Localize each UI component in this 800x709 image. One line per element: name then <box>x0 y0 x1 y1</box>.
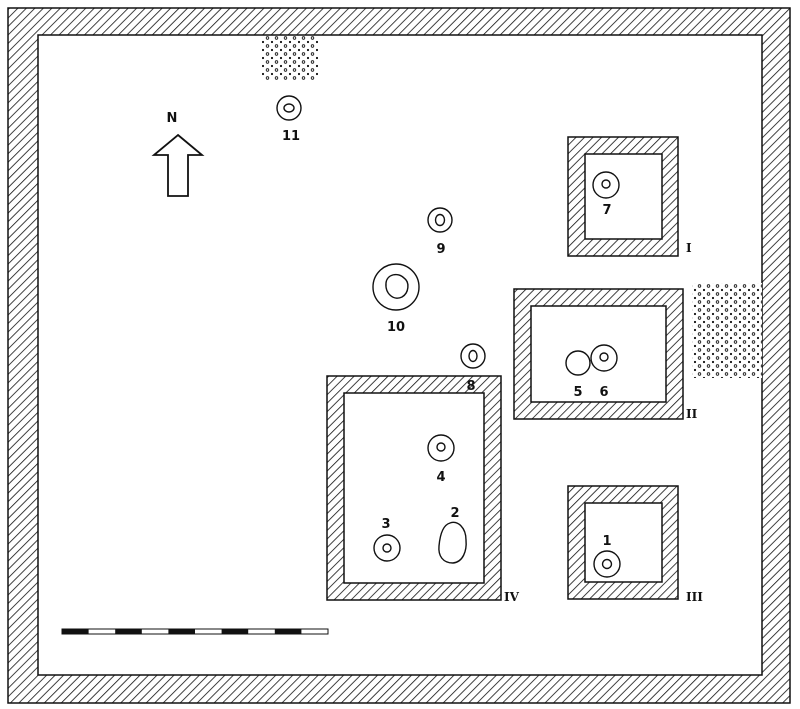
feature-7: 7 <box>592 171 620 218</box>
structure-III: III <box>567 485 703 604</box>
scale-bar-segment <box>168 629 195 634</box>
structure-IV: IV <box>326 375 520 604</box>
feature-label-10: 10 <box>387 320 405 335</box>
feature-1: 1 <box>593 534 621 578</box>
feature-3: 3 <box>373 517 401 562</box>
structure-label-III: III <box>686 590 703 604</box>
north-arrow: N <box>151 111 205 197</box>
enclosure-wall <box>7 7 791 704</box>
feature-11: 11 <box>276 95 302 144</box>
feature-label-5: 5 <box>573 385 582 400</box>
feature-label-6: 6 <box>599 385 608 400</box>
feature-label-8: 8 <box>466 379 475 394</box>
feature-9: 9 <box>427 207 453 257</box>
structure-I: I <box>567 136 692 257</box>
structure-label-II: II <box>686 407 698 421</box>
scale-bar-segment <box>221 629 249 634</box>
feature-4: 4 <box>427 434 455 485</box>
feature-2: 2 <box>438 506 467 564</box>
scale-bar <box>61 628 329 635</box>
north-arrow-icon <box>151 133 205 197</box>
feature-8: 8 <box>460 343 486 394</box>
structure-label-IV: IV <box>504 590 520 604</box>
north-label: N <box>167 111 178 126</box>
feature-6: 6 <box>590 344 618 400</box>
gate-east <box>692 283 762 378</box>
feature-label-4: 4 <box>436 470 445 485</box>
feature-label-1: 1 <box>602 534 611 549</box>
feature-label-3: 3 <box>381 517 390 532</box>
structure-II: II <box>513 288 698 421</box>
structure-label-I: I <box>686 241 692 255</box>
scale-bar-segment <box>274 629 302 634</box>
scale-bar-segment <box>62 629 89 634</box>
scale-bar-segment <box>115 629 142 634</box>
feature-label-7: 7 <box>602 203 611 218</box>
feature-label-11: 11 <box>282 129 300 144</box>
feature-10: 10 <box>372 263 420 335</box>
feature-5: 5 <box>565 350 591 400</box>
gate-north <box>262 36 318 80</box>
feature-label-9: 9 <box>436 242 445 257</box>
feature-label-2: 2 <box>450 506 459 521</box>
